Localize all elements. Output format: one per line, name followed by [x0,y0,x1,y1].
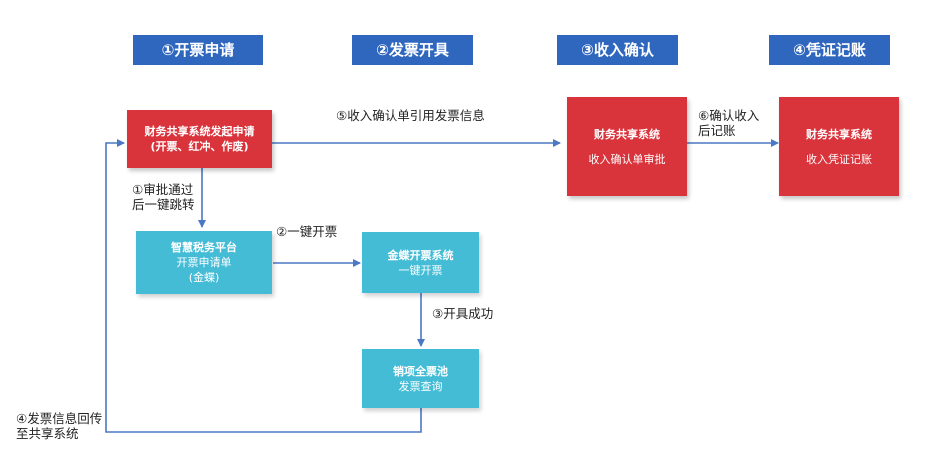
label-return-info: ④发票信息回传 至共享系统 [16,411,103,441]
header-voucher-posting: ④凭证记账 [769,35,890,65]
box-output-invoice-pool: 销项全票池 发票查询 [362,349,479,408]
label-cite-invoice: ⑤收入确认单引用发票信息 [336,108,485,123]
box-voucher-posting: 财务共享系统 收入凭证记账 [779,97,899,196]
header-invoice-issue: ②发票开具 [352,35,473,65]
box-kingdee-title: 金蝶开票系统 [387,248,454,262]
box-kingdee-sub: 一键开票 [398,263,443,277]
box-kingdee-invoicing: 金蝶开票系统 一键开票 [362,232,479,293]
box-pool-title: 销项全票池 [393,364,448,378]
box-tax-platform-title: 智慧税务平台 [171,241,237,254]
box-voucher-sub: 收入凭证记账 [806,152,872,166]
label-approve-jump: ①审批通过 后一键跳转 [132,182,195,212]
label-one-click-issue: ②一键开票 [276,224,338,239]
box-tax-platform: 智慧税务平台 开票申请单 (金蝶) [136,231,272,294]
box-pool-sub: 发票查询 [398,379,443,393]
label-confirm-posting: ⑥确认收入 后记账 [698,108,760,138]
box-initiate-request: 财务共享系统发起申请 (开票、红冲、作废) [127,110,272,168]
header-income-confirm: ③收入确认 [557,35,678,65]
label-issue-success: ③开具成功 [432,306,494,321]
box-tax-platform-line3: (金蝶) [188,271,220,284]
box-income-sub: 收入确认单审批 [588,152,666,166]
box-voucher-title: 财务共享系统 [806,127,872,141]
box-income-title: 财务共享系统 [594,127,660,141]
box-initiate-title: 财务共享系统发起申请 [144,125,255,138]
arrow-return-info [105,139,422,433]
header-invoice-request: ①开票申请 [133,35,263,65]
box-initiate-sub: (开票、红冲、作废) [150,140,249,153]
box-income-approval: 财务共享系统 收入确认单审批 [567,97,687,196]
box-tax-platform-line2: 开票申请单 [176,256,232,269]
